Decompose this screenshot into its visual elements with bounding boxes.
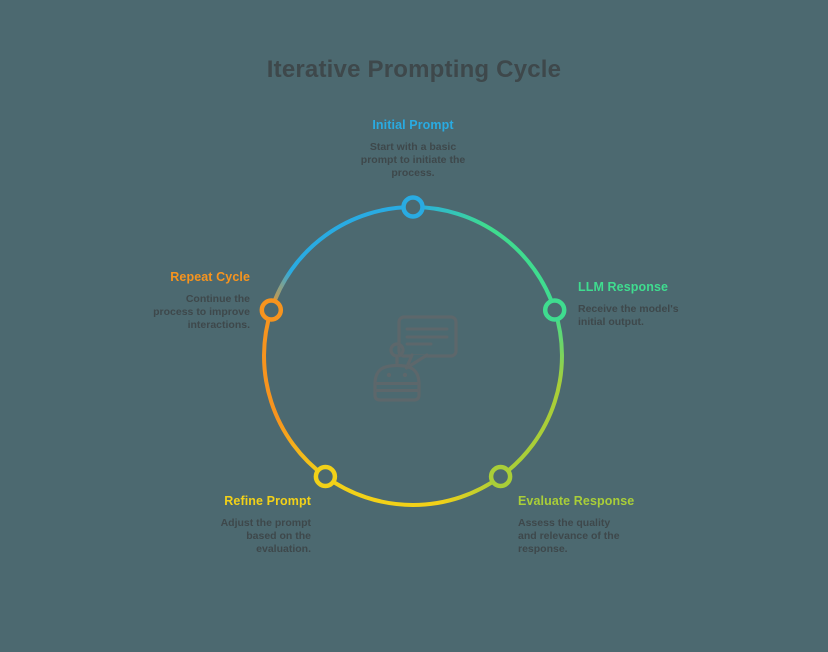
robot-eye-left [386,372,392,378]
step-repeat-cycle: Repeat Cycle Continue the process to imp… [100,270,250,332]
arc-evaluate-to-refine [323,474,503,507]
node-repeat-cycle [259,298,284,322]
page-title: Iterative Prompting Cycle [266,56,562,83]
step-description: Assess the quality and relevance of the … [518,517,620,556]
arc-initial-to-llm [411,205,557,312]
step-description: Start with a basic prompt to initiate th… [360,141,466,180]
node-refine-prompt [313,464,338,489]
cycle-circle [262,205,564,507]
arc-refine-to-repeat [262,308,328,479]
robot-eye-right [402,372,408,378]
step-label: Repeat Cycle [170,270,250,284]
step-label: Initial Prompt [372,118,454,132]
step-label: Refine Prompt [224,494,311,508]
node-initial-prompt [401,195,425,219]
arc-repeat-to-initial [269,205,415,312]
step-description: Continue the process to improve interact… [153,293,250,332]
step-label: LLM Response [578,280,669,294]
step-llm-response: LLM Response Receive the model's initial… [578,280,728,329]
cycle-nodes [259,195,567,489]
step-evaluate-response: Evaluate Response Assess the quality and… [518,494,658,556]
step-description: Receive the model's initial output. [578,303,679,329]
step-refine-prompt: Refine Prompt Adjust the prompt based on… [171,494,311,556]
robot-chat-icon [373,315,458,402]
step-label: Evaluate Response [518,494,635,508]
node-llm-response [542,298,567,322]
node-evaluate-response [488,464,513,489]
speech-bubble [397,315,458,370]
robot-head [373,342,421,402]
step-description: Adjust the prompt based on the evaluatio… [220,517,311,556]
step-initial-prompt: Initial Prompt Start with a basic prompt… [333,118,493,180]
speech-bubble-text-lines [405,327,449,346]
arc-llm-to-evaluate [498,308,564,479]
